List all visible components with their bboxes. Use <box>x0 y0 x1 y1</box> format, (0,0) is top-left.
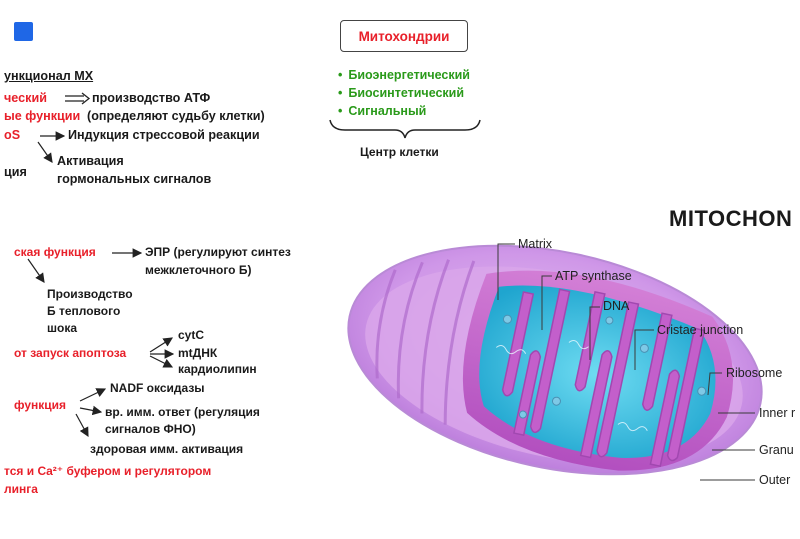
note-text: Производство <box>47 287 133 301</box>
label-atp-synthase: ATP synthase <box>555 269 632 283</box>
mitochondria-title-box: Митохондрии <box>340 20 468 52</box>
note-red: линга <box>4 482 38 496</box>
label-matrix: Matrix <box>518 237 553 251</box>
note-red: ская функция <box>14 245 96 259</box>
note-text: вр. имм. ответ (регуляция <box>105 405 260 419</box>
note-red: ые функции <box>4 109 81 123</box>
note-red: от запуск апоптоза <box>14 346 127 360</box>
note-text: ция <box>4 165 27 179</box>
label-inner-membrane: Inner r <box>759 406 796 420</box>
list-item: •Сигнальный <box>338 104 427 118</box>
note-text: производство АТФ <box>92 91 211 105</box>
note-text: межклеточного Б) <box>145 263 252 277</box>
arrow-icon <box>149 355 174 368</box>
label-outer-membrane: Outer <box>759 473 791 487</box>
note-text: mtДНК <box>178 346 218 360</box>
note-red: oS <box>4 128 21 142</box>
diagram-title: MITOCHON <box>669 206 793 231</box>
note-text: NADF оксидазы <box>110 381 205 395</box>
note-text: ЭПР (регулируют синтез <box>145 245 291 259</box>
note-red: ческий <box>4 91 47 105</box>
function-list: •Биоэнергетический •Биосинтетический •Си… <box>338 66 470 120</box>
note-red: функция <box>14 398 67 412</box>
note-text: Б теплового <box>47 304 121 318</box>
note-text: Активация <box>57 154 124 168</box>
label-cristae-junction: Cristae junction <box>657 323 744 337</box>
note-text: гормональных сигналов <box>57 172 212 186</box>
blue-square-marker <box>14 22 33 41</box>
leader-lines <box>497 243 755 481</box>
note-text: кардиолипин <box>178 362 257 376</box>
arrow-icon <box>79 405 103 416</box>
note-text: cytC <box>178 328 205 342</box>
brace-icon <box>329 119 481 139</box>
label-dna: DNA <box>603 299 630 313</box>
label-ribosome: Ribosome <box>726 366 783 380</box>
note-text: сигналов ФНО) <box>105 422 196 436</box>
arrow-icon <box>37 141 53 163</box>
note-text: шока <box>47 321 78 335</box>
label-granules: Granu <box>759 443 794 457</box>
note-text: здоровая имм. активация <box>90 442 244 456</box>
arrow-icon <box>149 337 174 353</box>
note-red: тся и Ca²⁺ буфером и регулятором <box>4 464 212 478</box>
note-text: Индукция стрессовой реакции <box>68 128 260 142</box>
double-arrow-icon <box>65 95 84 102</box>
list-item: •Биосинтетический <box>338 86 465 100</box>
brace-caption: Центр клетки <box>360 145 439 159</box>
section-heading: ункционал МХ <box>4 69 94 83</box>
note-text: (определяют судьбу клетки) <box>87 109 265 123</box>
arrow-icon <box>75 413 89 438</box>
list-item: •Биоэнергетический <box>338 68 470 82</box>
arrow-icon <box>79 388 107 402</box>
arrow-icon <box>27 258 45 283</box>
